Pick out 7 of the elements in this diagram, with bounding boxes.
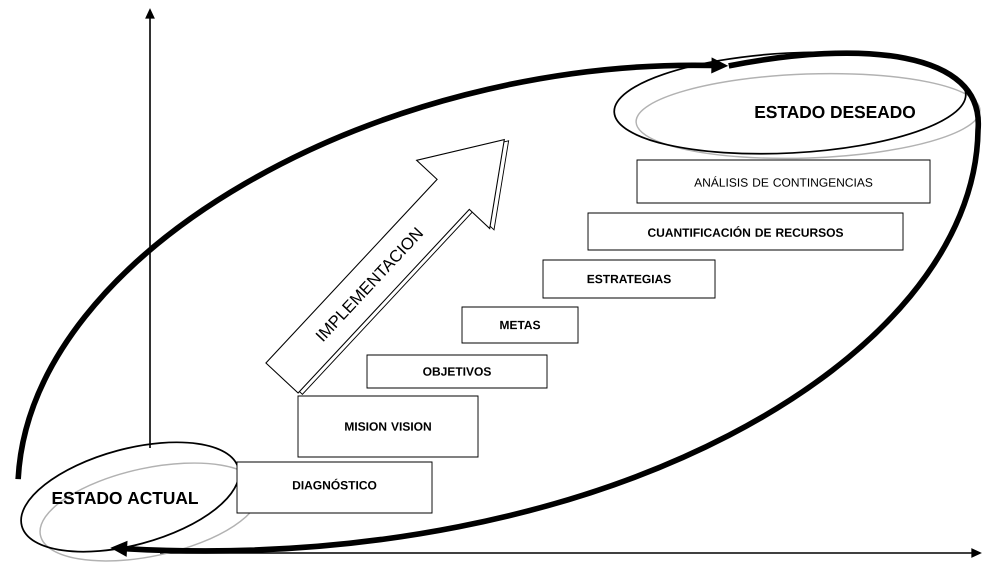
step-box: OBJETIVOS: [366, 354, 548, 388]
step-box: MISION VISION: [298, 396, 478, 458]
step-box: ANÁLISIS DE CONTINGENCIAS: [636, 160, 930, 204]
step-box: DIAGNÓSTICO: [236, 462, 432, 514]
step-box: METAS: [462, 306, 578, 344]
step-box: CUANTIFICACIÓN DE RECURSOS: [588, 212, 904, 250]
step-box: ESTRATEGIAS: [542, 260, 716, 298]
